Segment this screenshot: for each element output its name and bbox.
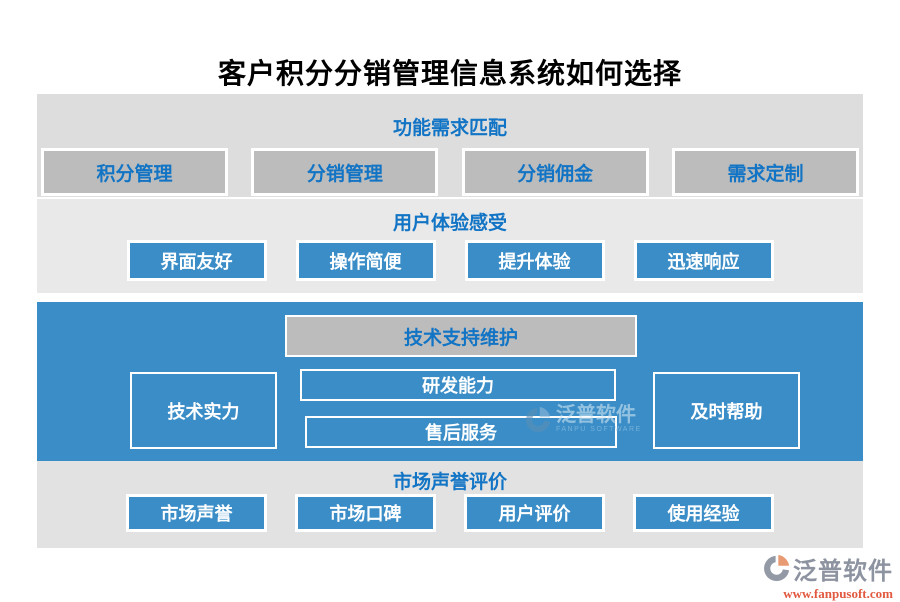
section-tech-support: 技术支持维护 技术实力 研发能力 售后服务 及时帮助 泛普软件 FANPU SO… bbox=[37, 302, 863, 461]
node-improve-experience: 提升体验 bbox=[464, 240, 605, 281]
fanpu-logo-icon bbox=[764, 555, 790, 582]
node-distribution-management: 分销管理 bbox=[251, 148, 439, 196]
footer-logo: 泛普软件 www.fanpusoft.com bbox=[763, 551, 893, 602]
section-market-reputation: 市场声誉评价 市场声誉 市场口碑 用户评价 使用经验 bbox=[37, 461, 863, 548]
section-tech-header: 技术支持维护 bbox=[285, 315, 637, 357]
node-fast-response: 迅速响应 bbox=[633, 240, 774, 281]
node-user-reviews: 用户评价 bbox=[464, 494, 605, 532]
node-market-reputation: 市场声誉 bbox=[126, 494, 267, 532]
node-friendly-interface: 界面友好 bbox=[126, 240, 267, 281]
section-function-requirements: 功能需求匹配 积分管理 分销管理 分销佣金 需求定制 bbox=[37, 94, 863, 197]
market-items-row: 市场声誉 市场口碑 用户评价 使用经验 bbox=[37, 494, 863, 532]
experience-items-row: 界面友好 操作简便 提升体验 迅速响应 bbox=[37, 240, 863, 281]
node-easy-operation: 操作简便 bbox=[295, 240, 436, 281]
node-usage-experience: 使用经验 bbox=[633, 494, 774, 532]
node-rd-capability: 研发能力 bbox=[300, 369, 616, 401]
node-distribution-commission: 分销佣金 bbox=[461, 148, 649, 196]
node-demand-customization: 需求定制 bbox=[671, 148, 859, 196]
node-points-management: 积分管理 bbox=[41, 148, 228, 196]
footer-brand: 泛普软件 bbox=[793, 558, 893, 585]
footer-url: www.fanpusoft.com bbox=[783, 586, 893, 601]
node-timely-help: 及时帮助 bbox=[653, 372, 800, 449]
footer-logo-row: 泛普软件 bbox=[763, 551, 893, 586]
node-technical-strength: 技术实力 bbox=[130, 372, 277, 449]
section-market-header: 市场声誉评价 bbox=[392, 472, 507, 493]
section-function-header: 功能需求匹配 bbox=[392, 118, 507, 139]
node-market-word-of-mouth: 市场口碑 bbox=[295, 494, 436, 532]
section-user-experience: 用户体验感受 界面友好 操作简便 提升体验 迅速响应 bbox=[37, 199, 863, 293]
page-title: 客户积分分销管理信息系统如何选择 bbox=[217, 58, 682, 89]
node-after-sales-service: 售后服务 bbox=[305, 416, 617, 448]
section-experience-header: 用户体验感受 bbox=[392, 213, 507, 234]
function-items-row: 积分管理 分销管理 分销佣金 需求定制 bbox=[37, 148, 863, 196]
